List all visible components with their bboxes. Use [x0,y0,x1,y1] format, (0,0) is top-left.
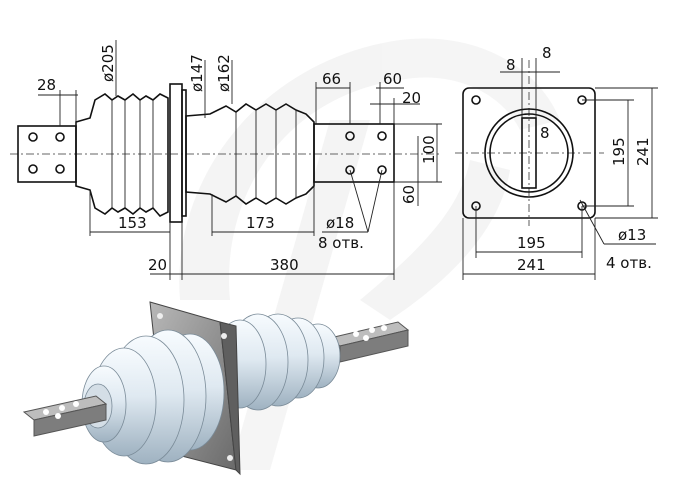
render-left-porcelain [81,329,225,465]
dim-195-vertical: 195 [610,137,628,166]
dim-241-vertical: 241 [634,137,652,166]
dim-173: 173 [246,214,275,232]
dim-100: 100 [420,135,438,164]
dim-20-top: 20 [402,89,421,107]
dim-153: 153 [118,214,147,232]
side-dimension-lines [38,40,442,280]
dim-28: 28 [37,76,56,94]
right-shed-lines [235,110,297,198]
dim-66: 66 [322,70,341,88]
dim-8-left: 8 [506,56,516,74]
bushing-3d-render [22,301,410,476]
dim-195-horizontal: 195 [517,234,546,252]
left-insulator-outline [75,92,169,217]
hole-dia-side: ø18 [326,214,354,232]
right-busbar [313,123,395,183]
hole-dia-end: ø13 [618,226,646,244]
hole-count-side: 8 отв. [318,234,364,252]
dim-241-horizontal: 241 [517,256,546,274]
dim-d162: ø162 [215,54,233,92]
dim-8-right: 8 [542,44,552,62]
right-busbar-holes [345,131,387,175]
dim-380: 380 [270,256,299,274]
end-dimension-lines [462,58,658,280]
dim-d147: ø147 [188,54,206,92]
render-right-busbar [328,321,410,363]
left-shed-lines [111,100,154,208]
end-busbar-slot [521,117,537,189]
render-left-busbar [22,395,108,437]
dim-d205: ø205 [99,44,117,82]
flange [169,83,183,223]
end-view: 8 8 8 195 241 195 241 ø13 4 отв. [455,44,658,280]
dim-20-bottom: 20 [148,256,167,274]
dim-8-slot: 8 [540,124,550,142]
hole-count-end: 4 отв. [606,254,652,272]
left-busbar-holes [28,132,65,174]
dim-60-side: 60 [400,185,418,204]
end-bore-outer [484,108,574,198]
end-bore-inner [489,113,569,193]
dim-60-top: 60 [383,70,402,88]
side-view: 28 ø205 ø147 ø162 153 173 20 380 66 60 2… [10,40,442,280]
